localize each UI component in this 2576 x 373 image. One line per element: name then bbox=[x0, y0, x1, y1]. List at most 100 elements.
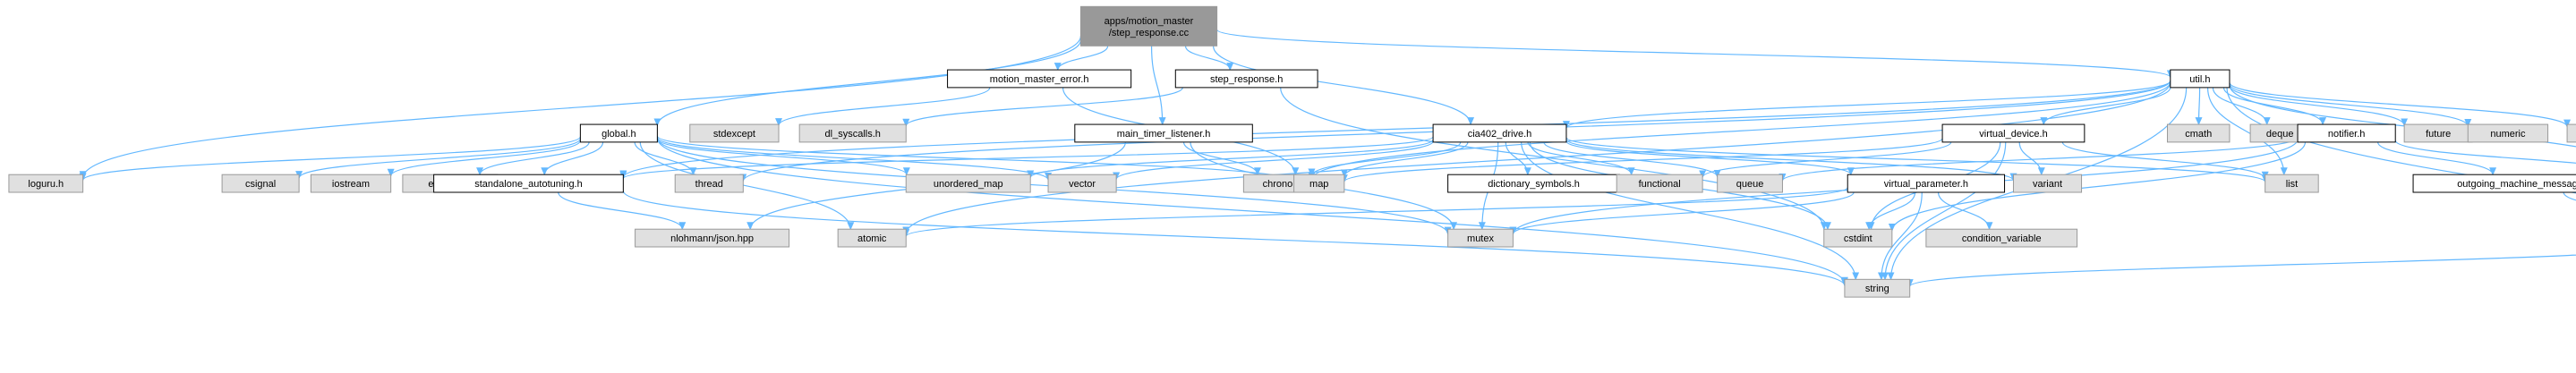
edge-cia402_drive_h-to-functional bbox=[1527, 141, 1635, 176]
node-root[interactable]: apps/motion_master/step_response.cc bbox=[1079, 5, 1218, 47]
node-loguru_h: loguru.h bbox=[8, 174, 84, 193]
node-label-atomic: atomic bbox=[857, 233, 887, 244]
node-label-dictionary_symbols_h: dictionary_symbols.h bbox=[1488, 179, 1580, 190]
edge-cia402_drive_h-to-list bbox=[1565, 137, 2269, 183]
node-cmath: cmath bbox=[2166, 123, 2231, 143]
node-box-semver_hpp bbox=[2566, 123, 2576, 143]
edge-cia402_drive_h-to-unordered_map bbox=[1027, 139, 1434, 179]
node-box-main_timer_listener_h bbox=[1074, 123, 1253, 143]
node-numeric: numeric bbox=[2467, 123, 2549, 143]
node-outgoing_machine_message_h[interactable]: outgoing_machine_message.h bbox=[2412, 174, 2576, 193]
node-motion_master_error_h[interactable]: motion_master_error.h bbox=[947, 69, 1132, 89]
node-label-notifier_h: notifier.h bbox=[2328, 129, 2366, 140]
node-box-cia402_drive_h bbox=[1432, 123, 1567, 143]
node-label-main_timer_listener_h: main_timer_listener.h bbox=[1117, 129, 1211, 140]
node-box-thread bbox=[674, 174, 744, 193]
edge-root-to-main_timer_listener_h bbox=[1150, 46, 1166, 126]
edge-virtual_parameter_h-to-string bbox=[1877, 191, 1923, 281]
node-box-cstdint bbox=[1823, 228, 1893, 248]
node-label-step_response_h: step_response.h bbox=[1210, 74, 1283, 85]
node-util_h[interactable]: util.h bbox=[2170, 69, 2231, 89]
node-label-outgoing_machine_message_h: outgoing_machine_message.h bbox=[2457, 179, 2576, 190]
node-label-chrono: chrono bbox=[1263, 179, 1293, 190]
edge-virtual_parameter_h-to-condition_variable bbox=[1937, 191, 1993, 231]
node-step_response_h[interactable]: step_response.h bbox=[1174, 69, 1318, 89]
node-atomic: atomic bbox=[837, 228, 907, 248]
edge-notifier_h-to-zmq_hpp bbox=[2394, 140, 2576, 164]
node-deque: deque bbox=[2249, 123, 2310, 143]
node-box-functional bbox=[1616, 174, 1703, 193]
node-box-atomic bbox=[837, 228, 907, 248]
edge-root-to-motion_master_error_h bbox=[1053, 46, 1109, 72]
edge-motion_master_error_h-to-stdexcept bbox=[775, 87, 991, 127]
edge-util_h-to-list bbox=[2206, 87, 2288, 176]
edge-outgoing_machine_message_h-to-machine_message_h bbox=[2563, 191, 2576, 201]
node-iostream: iostream bbox=[310, 174, 392, 193]
edge-global_h-to-iostream bbox=[387, 140, 581, 177]
edge-virtual_device_h-to-map bbox=[1341, 138, 1943, 183]
node-box-list bbox=[2265, 174, 2319, 193]
node-label-dl_syscalls_h: dl_syscalls.h bbox=[825, 129, 881, 140]
node-label-mutex: mutex bbox=[1467, 233, 1494, 244]
node-label-variant: variant bbox=[2033, 179, 2062, 190]
edge-root-to-util_h bbox=[1216, 29, 2174, 79]
edge-util_h-to-cia402_drive_h bbox=[1563, 81, 2171, 130]
edge-cia402_drive_h-to-map bbox=[1340, 141, 1469, 178]
edge-virtual_device_h-to-string bbox=[1881, 141, 2007, 281]
node-stdexcept: stdexcept bbox=[689, 123, 780, 143]
node-global_h[interactable]: global.h bbox=[579, 123, 658, 143]
node-cia402_drive_h[interactable]: cia402_drive.h bbox=[1432, 123, 1567, 143]
edge-util_h-to-deque bbox=[2212, 87, 2271, 126]
nodes-layer: apps/motion_master/step_response.ccgloba… bbox=[8, 5, 2576, 298]
node-main_timer_listener_h[interactable]: main_timer_listener.h bbox=[1074, 123, 1253, 143]
node-label-unordered_map: unordered_map bbox=[934, 179, 1003, 190]
node-functional: functional bbox=[1616, 174, 1703, 193]
node-mutex: mutex bbox=[1447, 228, 1514, 248]
node-semver_hpp: semver.hpp bbox=[2566, 123, 2576, 143]
node-standalone_autotuning_h[interactable]: standalone_autotuning.h bbox=[433, 174, 624, 193]
node-condition_variable: condition_variable bbox=[1925, 228, 2078, 248]
node-cstdint: cstdint bbox=[1823, 228, 1893, 248]
node-box-loguru_h bbox=[8, 174, 84, 193]
node-dictionary_symbols_h[interactable]: dictionary_symbols.h bbox=[1447, 174, 1621, 193]
edge-util_h-to-numeric bbox=[2229, 83, 2472, 128]
node-box-condition_variable bbox=[1925, 228, 2078, 248]
edge-step_response_h-to-cstdint bbox=[1280, 87, 1828, 231]
node-label-virtual_parameter_h: virtual_parameter.h bbox=[1884, 179, 1968, 190]
edge-global_h-to-standalone_autotuning_h bbox=[541, 141, 604, 176]
node-box-stdexcept bbox=[689, 123, 780, 143]
node-notifier_h[interactable]: notifier.h bbox=[2297, 123, 2396, 143]
node-label-cia402_drive_h: cia402_drive.h bbox=[1468, 129, 1532, 140]
edge-notifier_h-to-queue bbox=[1778, 137, 2299, 182]
edge-main_timer_listener_h-to-chrono bbox=[1182, 141, 1261, 176]
node-box-nlohmann_json_hpp bbox=[635, 228, 790, 248]
edge-machine_message_h-to-string bbox=[1906, 254, 2576, 288]
node-label-deque: deque bbox=[2266, 129, 2294, 140]
node-nlohmann_json_hpp: nlohmann/json.hpp bbox=[635, 228, 790, 248]
node-label-loguru_h: loguru.h bbox=[28, 179, 64, 190]
node-label-future: future bbox=[2426, 129, 2451, 140]
node-label-nlohmann_json_hpp: nlohmann/json.hpp bbox=[670, 233, 754, 244]
edge-root-to-loguru_h bbox=[79, 36, 1082, 180]
edge-cia402_drive_h-to-variant bbox=[1565, 139, 2017, 182]
node-label-motion_master_error_h: motion_master_error.h bbox=[990, 74, 1089, 85]
node-label-global_h: global.h bbox=[601, 129, 636, 140]
edge-util_h-to-atomic bbox=[902, 81, 2171, 235]
edge-global_h-to-atomic bbox=[639, 141, 855, 231]
edge-virtual_parameter_h-to-cstdint bbox=[1865, 191, 1916, 231]
node-label-condition_variable: condition_variable bbox=[1962, 233, 2042, 244]
node-dl_syscalls_h: dl_syscalls.h bbox=[798, 123, 907, 143]
node-box-vector bbox=[1047, 174, 1117, 193]
node-thread: thread bbox=[674, 174, 744, 193]
edge-virtual_device_h-to-variant bbox=[2018, 141, 2045, 176]
node-label-root: /step_response.cc bbox=[1109, 28, 1190, 38]
node-virtual_device_h[interactable]: virtual_device.h bbox=[1941, 123, 2086, 143]
node-virtual_parameter_h[interactable]: virtual_parameter.h bbox=[1847, 174, 2006, 193]
node-label-util_h: util.h bbox=[2189, 74, 2210, 85]
node-label-list: list bbox=[2286, 179, 2298, 190]
edge-global_h-to-string bbox=[656, 138, 1848, 285]
edge-standalone_autotuning_h-to-string bbox=[622, 191, 1848, 287]
node-label-cmath: cmath bbox=[2185, 129, 2212, 140]
node-vector: vector bbox=[1047, 174, 1117, 193]
edge-global_h-to-ethercat_h bbox=[476, 141, 590, 176]
